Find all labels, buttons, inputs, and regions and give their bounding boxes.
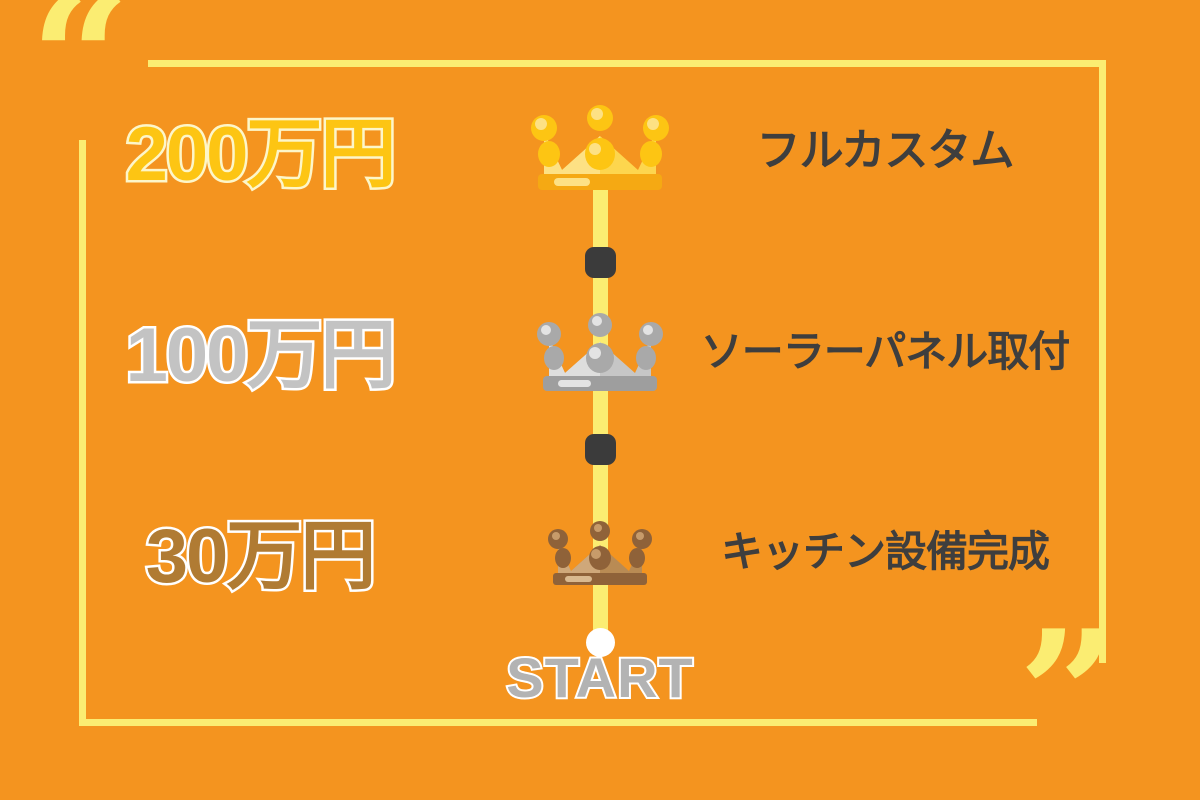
progress-node-lower bbox=[585, 434, 616, 465]
frame-top-line bbox=[148, 60, 1106, 67]
frame-bottom-line bbox=[79, 719, 1037, 726]
frame-right-line bbox=[1099, 60, 1106, 663]
milestone-label-gold: フルカスタム bbox=[756, 126, 1015, 175]
frame-left-line bbox=[79, 140, 86, 726]
opening-quote-icon: “ bbox=[30, 0, 131, 162]
crown-gold-icon bbox=[528, 96, 672, 194]
start-label: START bbox=[504, 644, 695, 711]
progress-start-node bbox=[586, 628, 615, 657]
amount-label-gold: 200万円 bbox=[123, 112, 399, 197]
milestone-label-bronze: キッチン設備完成 bbox=[720, 528, 1050, 575]
crown-silver-icon bbox=[534, 305, 666, 395]
progress-node-upper bbox=[585, 247, 616, 278]
closing-quote-icon: ” bbox=[1018, 593, 1119, 798]
milestone-label-silver: ソーラーパネル取付 bbox=[700, 328, 1071, 375]
amount-label-bronze: 30万円 bbox=[143, 514, 379, 599]
crown-bronze-icon bbox=[546, 515, 654, 589]
amount-label-silver: 100万円 bbox=[123, 313, 399, 398]
